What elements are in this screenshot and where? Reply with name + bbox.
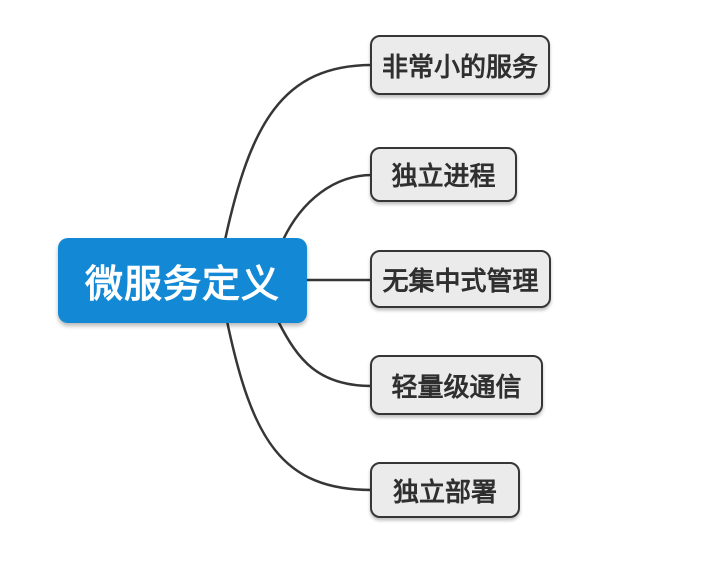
connector-branch-lightweight-communication — [276, 319, 374, 388]
branch-node-no-centralized-management[interactable]: 无集中式管理 — [370, 250, 551, 308]
branch-node-independent-process[interactable]: 独立进程 — [370, 147, 517, 202]
root-node-label: 微服务定义 — [84, 264, 280, 306]
branch-node-independent-deployment[interactable]: 独立部署 — [370, 462, 520, 518]
branch-node-label: 独立进程 — [391, 161, 496, 191]
root-node-microservice-definition[interactable]: 微服务定义 — [58, 238, 307, 323]
branch-node-label: 非常小的服务 — [381, 51, 538, 82]
branch-node-label: 无集中式管理 — [382, 265, 539, 296]
connector-branch-independent-process — [281, 173, 374, 242]
branch-node-label: 独立部署 — [392, 476, 497, 507]
connector-branch-independent-deployment — [225, 319, 374, 492]
connector-branch-very-small-service — [223, 63, 374, 242]
branch-node-very-small-service[interactable]: 非常小的服务 — [370, 35, 550, 95]
branch-node-lightweight-communication[interactable]: 轻量级通信 — [370, 355, 543, 415]
branch-node-label: 轻量级通信 — [391, 371, 522, 402]
